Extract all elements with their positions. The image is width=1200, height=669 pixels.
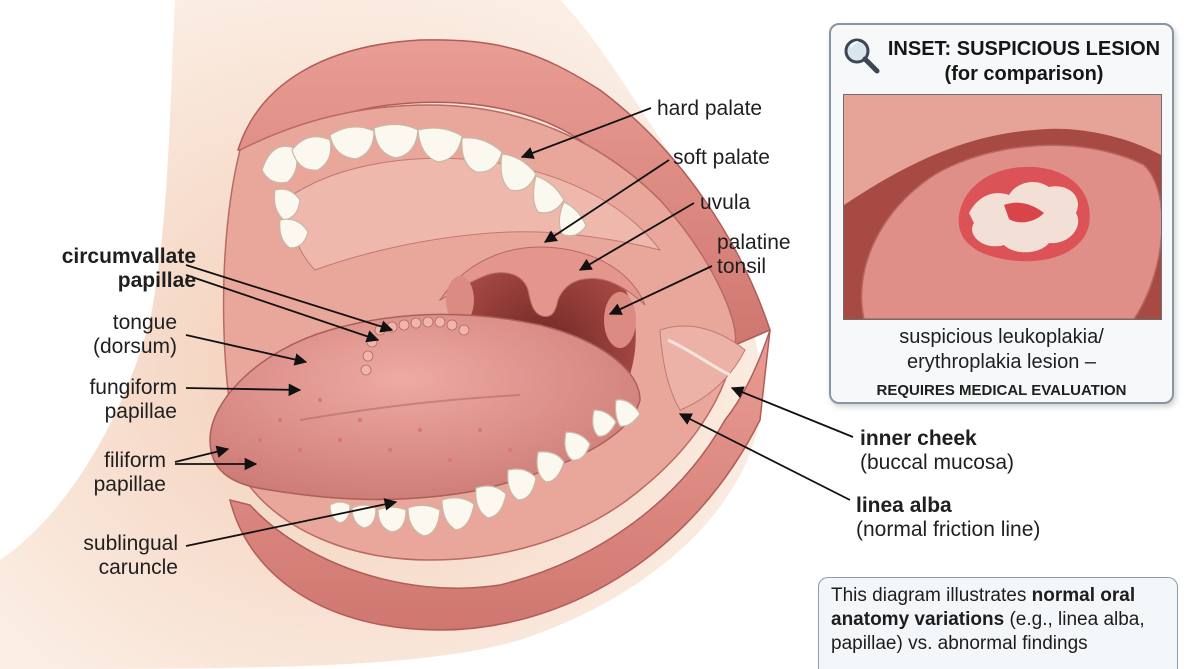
label-fungiform-papillae: fungiform papillae bbox=[60, 376, 177, 424]
tongue bbox=[209, 313, 641, 501]
label-fungiform-line2: papillae bbox=[104, 400, 177, 423]
magnifier-icon bbox=[844, 38, 880, 74]
palatine-tonsil-left bbox=[446, 276, 474, 324]
linea-alba-line bbox=[667, 338, 731, 377]
soft-palate bbox=[438, 246, 646, 318]
inset-caption-line2: erythroplakia lesion – bbox=[907, 351, 1096, 373]
label-circumvallate-line2: papillae bbox=[117, 269, 196, 292]
note-emphasis: normal oral anatomy variations bbox=[831, 585, 1136, 630]
label-filiform-papillae: filiform papillae bbox=[60, 449, 166, 497]
lower-teeth bbox=[329, 399, 641, 537]
label-linea-alba-sub: (normal friction line) bbox=[856, 518, 1041, 541]
leader-lines bbox=[174, 107, 854, 547]
inset-warning: REQUIRES MEDICAL EVALUATION bbox=[876, 382, 1127, 399]
upper-teeth bbox=[261, 123, 587, 249]
label-tongue-line2: (dorsum) bbox=[92, 335, 177, 358]
fungiform-papillae bbox=[238, 398, 512, 462]
inset-lesion-image bbox=[843, 94, 1162, 320]
inset-title-line2: (for comparison) bbox=[944, 63, 1104, 85]
label-sublingual-line1: sublingual bbox=[83, 532, 178, 555]
label-tongue-dorsum: tongue (dorsum) bbox=[60, 311, 177, 359]
label-fungiform-line1: fungiform bbox=[89, 376, 177, 399]
inset-title: INSET: SUSPICIOUS LESION (for comparison… bbox=[879, 37, 1169, 87]
palatine-tonsil-right bbox=[604, 292, 636, 348]
inset-caption-line1: suspicious leukoplakia/ bbox=[899, 326, 1104, 348]
label-soft-palate: soft palate bbox=[673, 146, 770, 169]
lesion-illustration bbox=[844, 95, 1161, 319]
label-inner-cheek-title: inner cheek bbox=[860, 427, 977, 450]
inset-title-line1: INSET: SUSPICIOUS LESION bbox=[887, 38, 1161, 60]
note-box: This diagram illustrates normal oral ana… bbox=[818, 577, 1178, 669]
note-suffix: (e.g., linea alba, papillae) vs. abnorma… bbox=[831, 609, 1145, 654]
label-palatine-tonsil-line1: palatine bbox=[717, 231, 791, 254]
lower-lip bbox=[228, 329, 771, 631]
label-sublingual-caruncle: sublingual caruncle bbox=[50, 532, 178, 580]
label-linea-alba-title: linea alba bbox=[856, 494, 952, 517]
label-circumvallate-line1: circumvallate bbox=[61, 245, 196, 268]
label-palatine-tonsil: palatine tonsil bbox=[717, 231, 791, 279]
inset-panel: INSET: SUSPICIOUS LESION (for comparison… bbox=[829, 23, 1174, 404]
label-tongue-line1: tongue bbox=[112, 311, 177, 334]
note-prefix: This diagram illustrates bbox=[831, 585, 1032, 606]
label-palatine-tonsil-line2: tonsil bbox=[717, 255, 767, 278]
label-filiform-line2: papillae bbox=[93, 473, 166, 496]
tongue-midline bbox=[299, 394, 521, 421]
label-filiform-line1: filiform bbox=[104, 449, 166, 472]
label-hard-palate: hard palate bbox=[657, 97, 763, 120]
upper-lip bbox=[236, 39, 771, 346]
label-sublingual-line2: caruncle bbox=[98, 556, 178, 579]
label-circumvallate-papillae: circumvallate papillae bbox=[20, 245, 196, 293]
label-linea-alba: linea alba (normal friction line) bbox=[856, 494, 1040, 542]
label-inner-cheek: inner cheek (buccal mucosa) bbox=[860, 427, 1014, 475]
label-uvula: uvula bbox=[700, 191, 751, 214]
label-inner-cheek-sub: (buccal mucosa) bbox=[860, 451, 1015, 474]
inset-caption: suspicious leukoplakia/ erythroplakia le… bbox=[831, 325, 1172, 403]
